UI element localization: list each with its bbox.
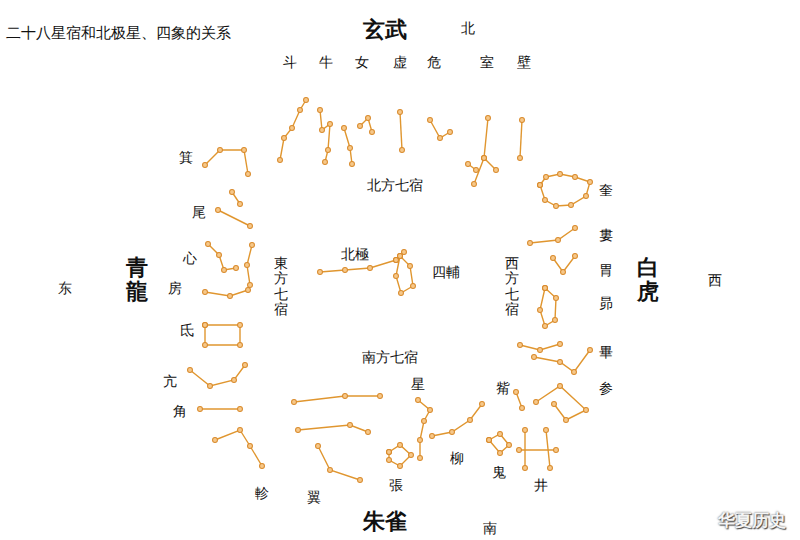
mansion-name: 牛 [319, 54, 333, 71]
mansion-name: 亢 [163, 373, 177, 390]
watermark: 华夏历史 [718, 510, 786, 530]
mansion-name: 角 [173, 403, 187, 420]
direction-label: 东 [58, 280, 72, 297]
symbol-name: 青龍 [126, 256, 148, 304]
symbol-name: 玄武 [363, 17, 407, 43]
mansion-name: 觜 [496, 380, 510, 397]
mansion-name: 心 [183, 250, 197, 267]
mansion-name: 女 [355, 54, 369, 71]
mansion-name: 婁 [599, 227, 613, 244]
mansion-name: 軫 [255, 485, 269, 502]
mansion-name: 柳 [450, 450, 464, 467]
mansion-name: 奎 [599, 182, 613, 199]
mansion-name: 張 [389, 477, 403, 494]
mansion-name: 氐 [180, 322, 194, 339]
direction-label: 西 [708, 272, 722, 289]
mansion-name: 参 [599, 380, 613, 397]
group-label: 南方七宿 [362, 349, 418, 366]
mansion-name: 尾 [192, 204, 206, 221]
mansion-name: 昴 [599, 295, 613, 312]
mansion-name: 危 [427, 54, 441, 71]
mansion-name: 室 [480, 54, 494, 71]
star-name: 北極 [341, 246, 369, 263]
mansion-name: 虚 [393, 54, 407, 71]
mansion-name: 鬼 [492, 464, 506, 481]
symbol-name: 朱雀 [363, 509, 407, 535]
mansion-name: 胃 [599, 262, 613, 279]
symbol-name: 白虎 [637, 256, 659, 304]
star-name: 四輔 [432, 264, 460, 281]
mansion-name: 房 [168, 280, 182, 297]
mansion-name: 壁 [517, 54, 531, 71]
mansion-name: 井 [534, 477, 548, 494]
direction-label: 北 [461, 20, 475, 37]
mansion-name: 翼 [307, 489, 321, 506]
group-label: 北方七宿 [367, 177, 423, 194]
mansion-name: 箕 [179, 149, 193, 166]
mansion-name: 斗 [283, 54, 297, 71]
group-label: 西方七宿 [505, 256, 519, 318]
mansion-name: 星 [411, 376, 425, 393]
direction-label: 南 [483, 520, 497, 537]
group-label: 東方七宿 [274, 256, 288, 318]
diagram-title: 二十八星宿和北极星、四象的关系 [6, 24, 231, 42]
mansion-name: 畢 [599, 344, 613, 361]
